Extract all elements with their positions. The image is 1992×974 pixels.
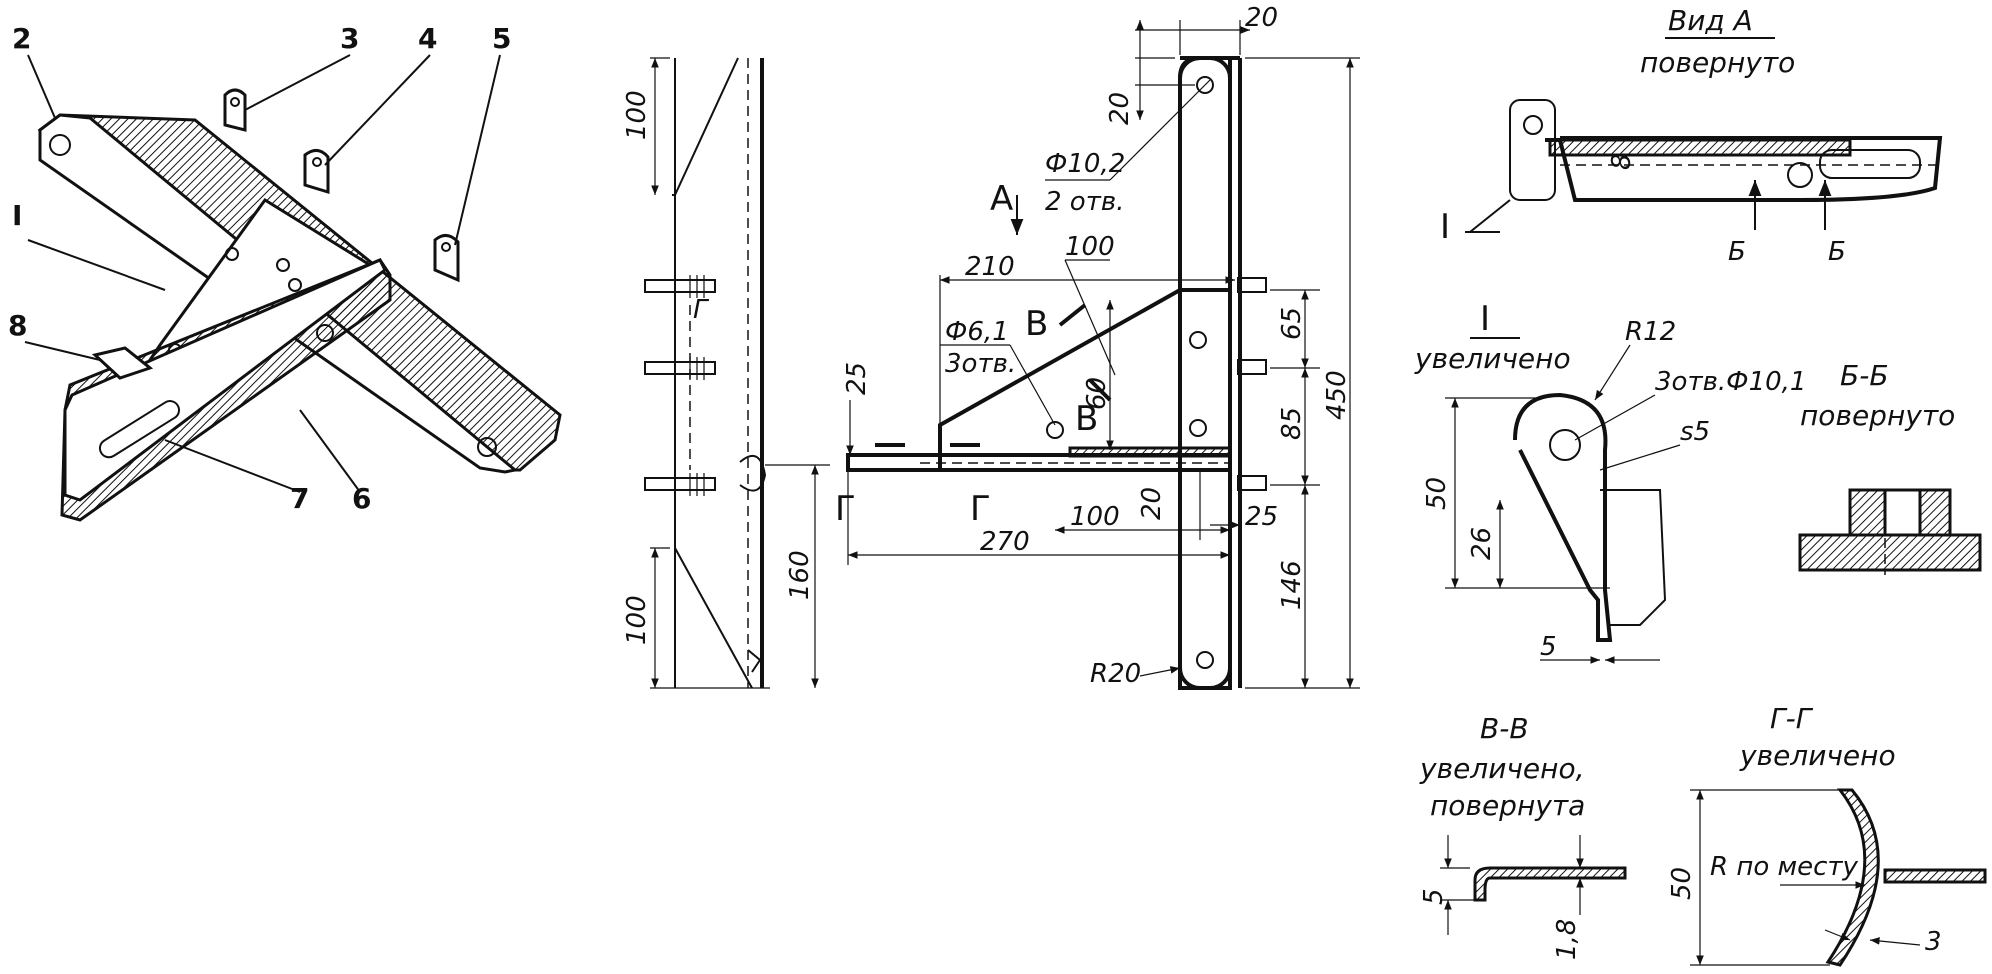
- isometric-view: 2 3 4 5 I 8 7 6: [8, 22, 562, 522]
- bolt-icon: [644, 473, 716, 496]
- section-subtitle: увеличено: [1739, 739, 1896, 772]
- dim-label: 100: [622, 90, 652, 140]
- dim-label: 25: [842, 362, 872, 395]
- view-subtitle: повернуто: [1640, 46, 1795, 79]
- section-vv: В-В увеличено, повернута 5 1,8: [1419, 712, 1627, 960]
- bolt-icon: [644, 275, 716, 298]
- dim-label: 100: [1070, 502, 1120, 532]
- view-title: Вид А: [1668, 4, 1753, 37]
- hole-icon: [477, 437, 497, 457]
- dim-label: 160: [785, 550, 815, 600]
- dim-label: 50: [1422, 477, 1452, 510]
- lug-5: [433, 234, 460, 283]
- bolt-icon: [644, 357, 716, 380]
- bolt-icon: [1237, 277, 1267, 293]
- callout-label: 2: [12, 22, 31, 55]
- section-mark: В: [1025, 304, 1048, 344]
- dim-label: 20: [1137, 487, 1167, 520]
- bolt-icon: [1237, 475, 1267, 491]
- detail-subtitle: увеличено: [1414, 342, 1571, 375]
- dim-label: 60: [1082, 377, 1112, 410]
- slot-icon: [98, 400, 180, 459]
- dim-label: 85: [1277, 407, 1307, 440]
- dim-label: 20: [1245, 3, 1278, 33]
- radius-label: R12: [1625, 317, 1676, 347]
- callout-label: 5: [492, 22, 511, 55]
- hole-icon: [1523, 115, 1543, 135]
- dim-label: 5: [1419, 888, 1449, 905]
- callout-label: 3: [340, 22, 359, 55]
- dim-label: 100: [622, 595, 652, 645]
- dim-label: 25: [1245, 502, 1278, 532]
- dim-label: 146: [1277, 560, 1307, 610]
- hole-icon: [1196, 76, 1214, 94]
- dim-label: 1,8: [1552, 919, 1582, 960]
- section-mark: Г: [835, 489, 856, 529]
- section-mark: В: [1075, 399, 1098, 439]
- dim-label: 3: [1925, 927, 1942, 957]
- hole-callout: 3отв.Ф10,1: [1655, 367, 1806, 397]
- bolt-icon: [1237, 359, 1267, 375]
- lug-4: [303, 149, 330, 195]
- hole-callout: 3отв.: [945, 349, 1016, 379]
- view-a: Вид А повернуто 8 I Б Б: [1440, 4, 1943, 267]
- stub-8: [91, 346, 154, 380]
- hole-icon: [1196, 651, 1214, 669]
- side-view: 20 20 450 Ф10,2 2 отв. А 210 100 65 85: [835, 3, 1360, 690]
- section-title: В-В: [1480, 712, 1529, 745]
- detail-i: I увеличено 50 26 5 R12 3отв.Ф10,1 s5: [1414, 299, 1806, 664]
- section-gg: Г-Г увеличено 50 R по месту 3: [1667, 702, 1987, 967]
- callout-label: 8: [8, 309, 27, 342]
- hole-icon: [1549, 429, 1581, 461]
- section-mark: Б: [1828, 237, 1846, 267]
- section-mark: Г: [693, 295, 710, 325]
- view-marker: А: [990, 179, 1013, 219]
- section-subtitle: повернуто: [1800, 399, 1955, 432]
- dim-label: 100: [1065, 232, 1115, 262]
- dim-label: 65: [1277, 307, 1307, 340]
- dim-label: 5: [1540, 632, 1557, 662]
- section-subtitle: увеличено,: [1419, 752, 1585, 785]
- callout-label: I: [12, 199, 22, 232]
- thickness-label: s5: [1680, 417, 1710, 447]
- hole-callout: Ф6,1: [945, 317, 1009, 347]
- front-view: 100 100 160 Г: [622, 57, 830, 689]
- dim-label: 20: [1105, 92, 1135, 125]
- radius-note: R по месту: [1710, 852, 1859, 882]
- detail-marker: I: [1440, 207, 1450, 247]
- callout-label: 7: [290, 482, 309, 515]
- dim-label: 270: [980, 527, 1030, 557]
- dim-label: 8: [1607, 153, 1637, 170]
- section-title: Г-Г: [1770, 702, 1814, 735]
- callout-label: 6: [352, 482, 371, 515]
- hole-callout: Ф10,2: [1045, 149, 1125, 179]
- hole-callout: 2 отв.: [1045, 187, 1124, 217]
- dim-label: 26: [1467, 527, 1497, 560]
- section-subtitle: повернута: [1430, 789, 1585, 822]
- lug-3: [223, 88, 247, 132]
- section-mark: Г: [970, 489, 991, 529]
- dim-label: 210: [965, 252, 1015, 282]
- dim-label: 50: [1667, 867, 1697, 900]
- section-bb: Б-Б повернуто: [1798, 359, 1982, 575]
- section-title: Б-Б: [1840, 359, 1889, 392]
- dim-label: 450: [1322, 370, 1352, 420]
- hole-icon: [49, 134, 71, 156]
- callout-label: 4: [418, 22, 437, 55]
- section-mark: Б: [1728, 237, 1746, 267]
- detail-title: I: [1480, 299, 1490, 339]
- radius-label: R20: [1090, 659, 1141, 689]
